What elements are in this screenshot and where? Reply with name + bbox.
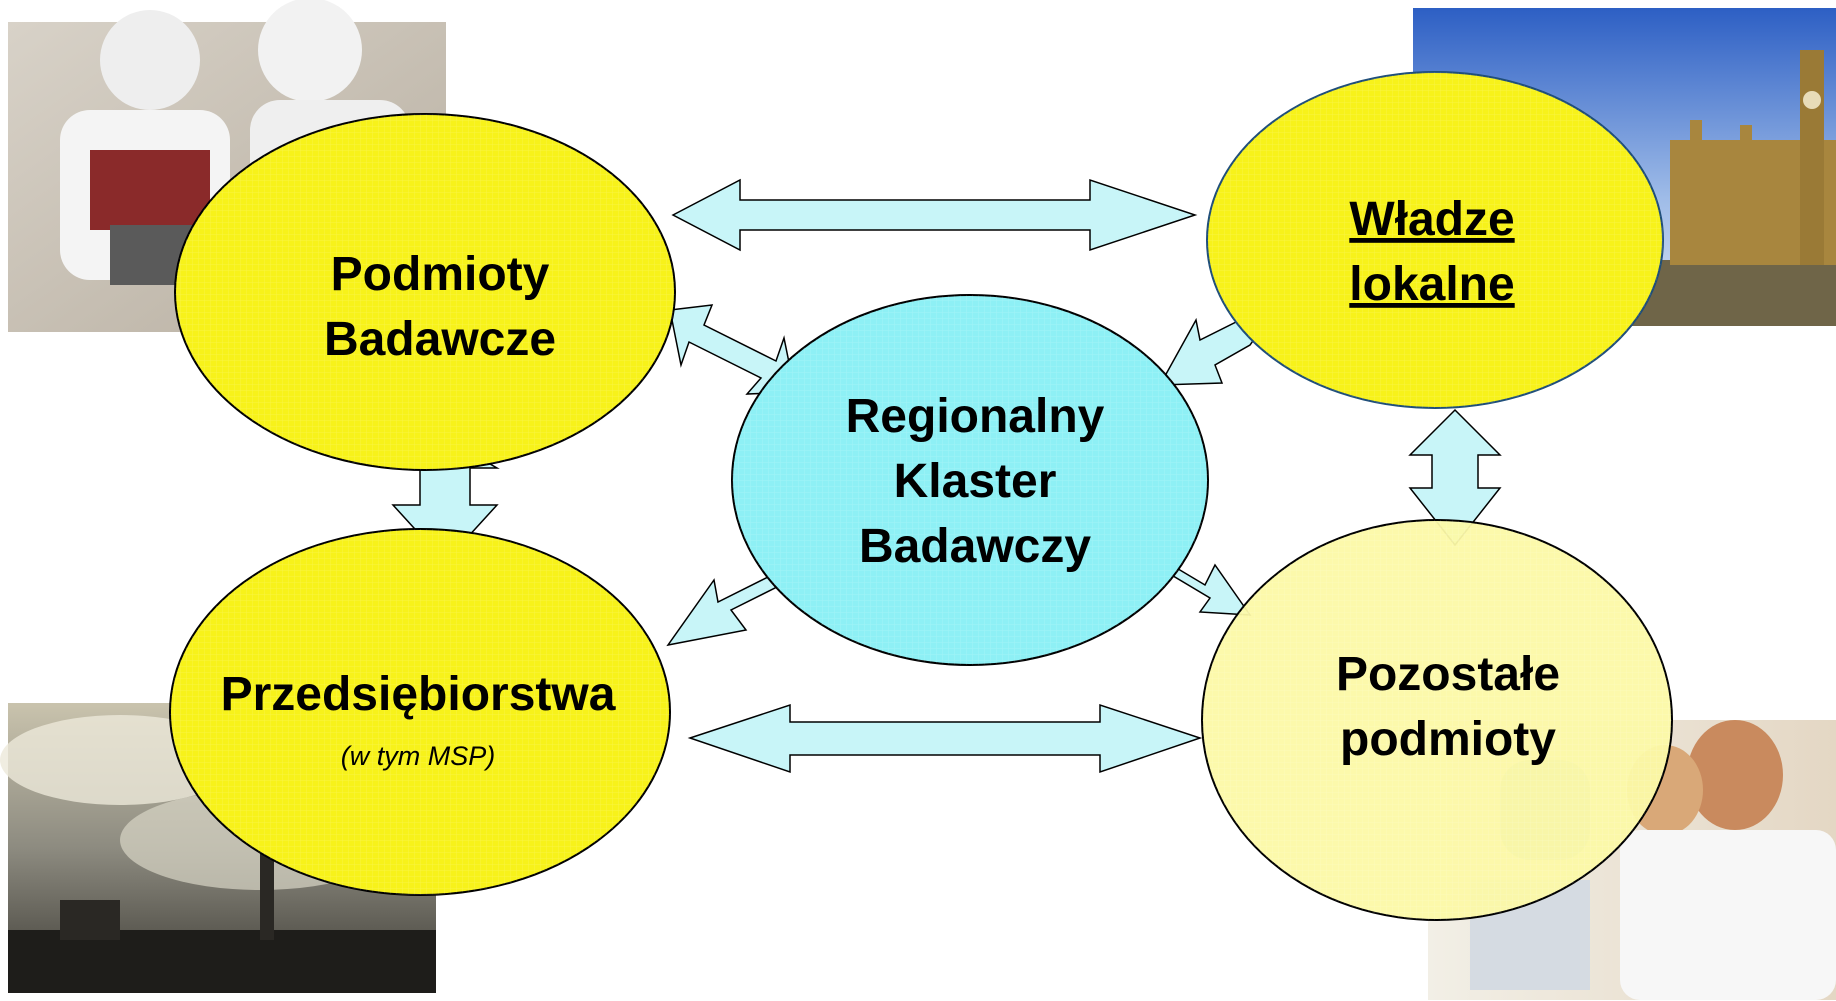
arrow-research-authorities [671, 178, 1198, 252]
node-enterprises-line1: Przedsiębiorstwa [221, 668, 616, 721]
node-authorities-line2: lokalne [1349, 258, 1514, 311]
node-regional-cluster: Regionalny Klaster Badawczy [731, 294, 1209, 666]
node-other-entities: Pozostałe podmioty [1201, 519, 1673, 921]
node-others-line1: Pozostałe [1336, 648, 1560, 701]
node-cluster-line2: Klaster [894, 455, 1057, 508]
node-enterprises: Przedsiębiorstwa (w tym MSP) [169, 528, 671, 896]
arrow-enterprises-others [687, 703, 1203, 774]
node-others-line2: podmioty [1340, 713, 1556, 766]
node-local-authorities: Władze lokalne [1206, 71, 1664, 409]
node-research-line1: Podmioty [331, 248, 550, 301]
node-authorities-line1: Władze [1349, 193, 1514, 246]
node-research-line2: Badawcze [324, 313, 556, 366]
node-cluster-line1: Regionalny [846, 390, 1105, 443]
node-enterprises-sub: (w tym MSP) [341, 741, 496, 771]
node-research-entities: Podmioty Badawcze [174, 113, 676, 471]
node-cluster-line3: Badawczy [859, 520, 1091, 573]
